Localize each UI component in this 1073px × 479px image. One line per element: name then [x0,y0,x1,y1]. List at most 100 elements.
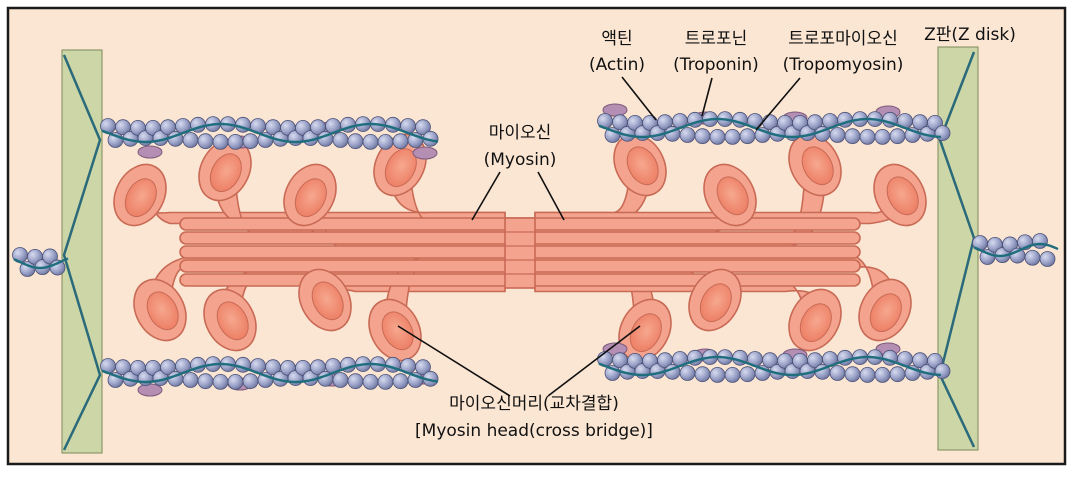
actin-monomer [347,373,364,390]
myosin-filament [113,133,927,362]
troponin [602,103,628,117]
actin-filaments [12,103,1059,397]
myosin-head-inner [381,311,414,351]
actin-monomer [182,372,199,388]
actin-monomer [392,133,409,150]
actin-monomer [874,129,891,145]
actin-monomer [829,365,846,381]
myosin-head-inner [216,301,249,341]
tropomyosin-strand [101,362,439,384]
actin-monomer [874,367,891,383]
myosin-head-inner [626,146,659,186]
myosin-head [873,163,927,227]
actin-monomer [934,363,951,379]
myosin-head-inner [699,283,732,323]
actin-monomer [694,366,711,383]
troponin [137,145,163,159]
myosin-head [788,288,842,352]
actin-monomer [197,133,214,150]
myosin-head-inner [869,293,902,333]
tropomyosin-strand [973,242,1059,258]
myosin-head [703,163,757,227]
tropomyosin-strand [598,117,942,139]
actin-monomer [724,367,741,383]
myosin-head [203,288,257,352]
actin-monomer [859,129,876,145]
label-zdisk: Z판(Z disk) [924,25,1016,45]
actin-filament-bottom-left [100,356,439,397]
label-actin-ko: 액틴 [601,29,632,49]
actin-filament-outer-left [12,247,69,277]
actin-monomer [694,128,711,145]
label-tropomyosin-ko: 트로포마이오신 [788,29,897,49]
labels: 액틴 (Actin) 트로포닌 (Troponin) 트로포마이오신 (Trop… [415,25,1016,441]
actin-monomer [227,374,244,390]
myosin-head [298,268,352,332]
myosin-head [113,163,167,227]
actin-monomer [242,133,259,150]
actin-monomer [377,374,394,390]
actin-monomer [679,365,696,381]
actin-monomer [182,132,199,148]
actin-monomer [332,132,349,148]
myosin-head [133,278,187,342]
actin-monomer [724,129,741,145]
troponin [137,383,163,397]
myosin-head-inner [124,178,157,218]
actin-monomer [889,128,906,145]
actin-monomer [889,366,906,383]
myosin-head-inner [629,313,662,353]
myosin-head-inner [716,176,749,216]
label-actin-en: (Actin) [589,55,645,75]
actin-monomer [227,134,244,150]
myosin-head [373,133,427,197]
label-myosin-en: (Myosin) [484,150,557,170]
myosin-head-inner [311,281,344,321]
actin-filament-outer-right [972,233,1059,267]
actin-monomer [829,127,846,143]
actin-monomer [844,366,861,383]
myosin-head [688,268,742,332]
actin-monomer [415,119,431,136]
actin-monomer [739,366,756,383]
label-head-en: [Myosin head(cross bridge)] [415,421,653,441]
myosin-head-inner [146,291,179,331]
myosin-head [198,138,252,202]
myosin-head [858,278,912,342]
actin-monomer [362,374,379,390]
leader-lines [397,76,801,397]
actin-monomer [197,373,214,390]
actin-monomer [859,367,876,383]
actin-monomer [709,129,726,145]
actin-monomer [739,128,756,145]
z-disk-right [937,46,979,451]
myosin-head [788,133,842,197]
actin-monomer [347,133,364,150]
label-head-ko: 마이오신머리(교차결합) [449,394,619,414]
actin-monomer [242,373,259,390]
actin-filament-top-left [100,116,439,160]
myosin-head-inner [209,153,242,193]
tropomyosin-strand [13,257,69,270]
actin-monomer [42,248,58,265]
myosin-head-inner [294,178,327,218]
actin-monomer [415,359,431,376]
myosin-head-inner [801,146,834,186]
tropomyosin-strand [101,122,439,144]
z-disk-left [61,49,103,454]
actin-monomer [212,374,229,390]
label-troponin-ko: 트로포닌 [685,29,748,49]
actin-monomer [392,373,409,390]
actin-monomer [844,128,861,145]
myosin-bare-zone [504,217,536,289]
actin-monomer [212,134,229,150]
myosin-head-inner [799,303,832,343]
actin-filament-top-right [597,103,951,145]
actin-filament-bottom-right [597,342,951,383]
myosin-head-inner [886,176,919,216]
myosin-head-inner [384,148,417,188]
label-troponin-en: (Troponin) [673,55,759,75]
tropomyosin-strand [598,355,942,377]
actin-monomer [1024,249,1041,266]
